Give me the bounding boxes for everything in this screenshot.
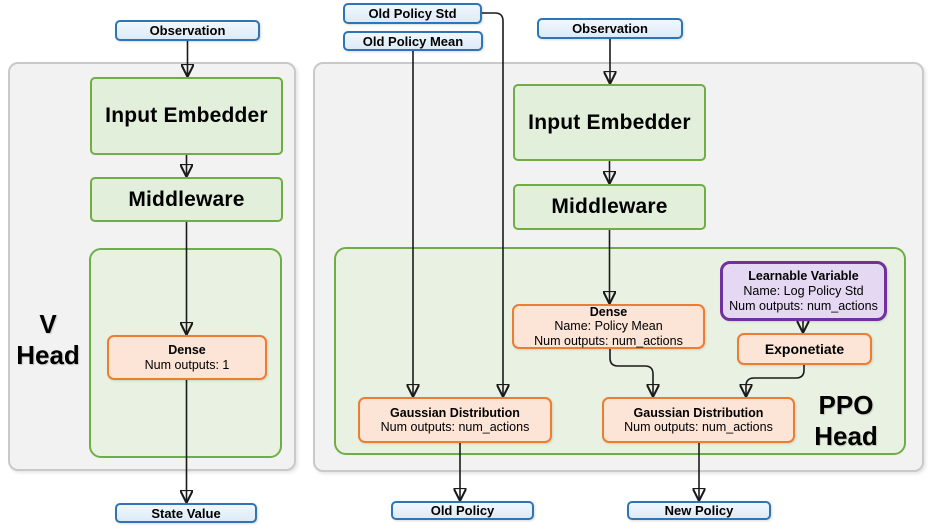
learnable-variable-box: Learnable Variable Name: Log Policy Std … bbox=[720, 261, 887, 321]
dense-num-outputs-right: Num outputs: num_actions bbox=[534, 333, 683, 348]
old-policy-mean-badge: Old Policy Mean bbox=[343, 31, 483, 51]
dense-num-outputs-left: Num outputs: 1 bbox=[144, 357, 230, 372]
new-policy-label: New Policy bbox=[664, 503, 734, 518]
input-embedder-label-left: Input Embedder bbox=[105, 104, 268, 127]
v-head-label: V Head bbox=[8, 309, 88, 371]
input-embedder-box-left: Input Embedder bbox=[90, 77, 283, 155]
gaussian-old-title: Gaussian Distribution bbox=[390, 405, 520, 420]
dense-title-left: Dense bbox=[168, 343, 206, 357]
state-value-label: State Value bbox=[151, 505, 221, 521]
dense-box-left: Dense Num outputs: 1 bbox=[107, 335, 267, 380]
learnable-variable-num-outputs: Num outputs: num_actions bbox=[729, 298, 878, 313]
observation-label-left: Observation bbox=[149, 23, 226, 38]
dense-title-right: Dense bbox=[589, 304, 628, 319]
new-policy-badge: New Policy bbox=[627, 501, 771, 520]
ppo-head-label: PPO Head bbox=[794, 390, 898, 452]
gaussian-new-title: Gaussian Distribution bbox=[633, 405, 764, 420]
state-value-badge: State Value bbox=[115, 503, 257, 523]
observation-label-right: Observation bbox=[572, 21, 648, 36]
middleware-box-left: Middleware bbox=[90, 177, 283, 222]
learnable-variable-name: Name: Log Policy Std bbox=[743, 283, 864, 298]
observation-badge-right: Observation bbox=[537, 18, 683, 39]
exponetiate-label: Exponetiate bbox=[764, 340, 845, 357]
exponetiate-box: Exponetiate bbox=[737, 333, 872, 365]
observation-badge-left: Observation bbox=[115, 20, 260, 41]
middleware-box-right: Middleware bbox=[513, 184, 706, 230]
old-policy-mean-label: Old Policy Mean bbox=[362, 33, 464, 49]
v-head-label-line2: Head bbox=[16, 340, 80, 370]
dense-name-right: Name: Policy Mean bbox=[554, 319, 663, 334]
gaussian-old-num-outputs: Num outputs: num_actions bbox=[380, 420, 530, 434]
gaussian-new-num-outputs: Num outputs: num_actions bbox=[624, 420, 773, 434]
old-policy-std-label: Old Policy Std bbox=[368, 6, 457, 21]
input-embedder-box-right: Input Embedder bbox=[513, 84, 706, 161]
middleware-label-left: Middleware bbox=[128, 187, 245, 211]
dense-box-right: Dense Name: Policy Mean Num outputs: num… bbox=[512, 304, 705, 349]
v-head-label-line1: V bbox=[39, 309, 57, 339]
ppo-head-label-line2: Head bbox=[814, 421, 878, 451]
gaussian-distribution-box-new: Gaussian Distribution Num outputs: num_a… bbox=[602, 397, 795, 443]
old-policy-badge: Old Policy bbox=[391, 501, 534, 520]
gaussian-distribution-box-old: Gaussian Distribution Num outputs: num_a… bbox=[358, 397, 552, 443]
input-embedder-label-right: Input Embedder bbox=[528, 110, 691, 134]
middleware-label-right: Middleware bbox=[551, 195, 668, 218]
learnable-variable-title: Learnable Variable bbox=[748, 268, 859, 283]
old-policy-std-badge: Old Policy Std bbox=[343, 3, 482, 24]
ppo-head-label-line1: PPO bbox=[818, 390, 874, 420]
old-policy-label: Old Policy bbox=[430, 503, 495, 518]
